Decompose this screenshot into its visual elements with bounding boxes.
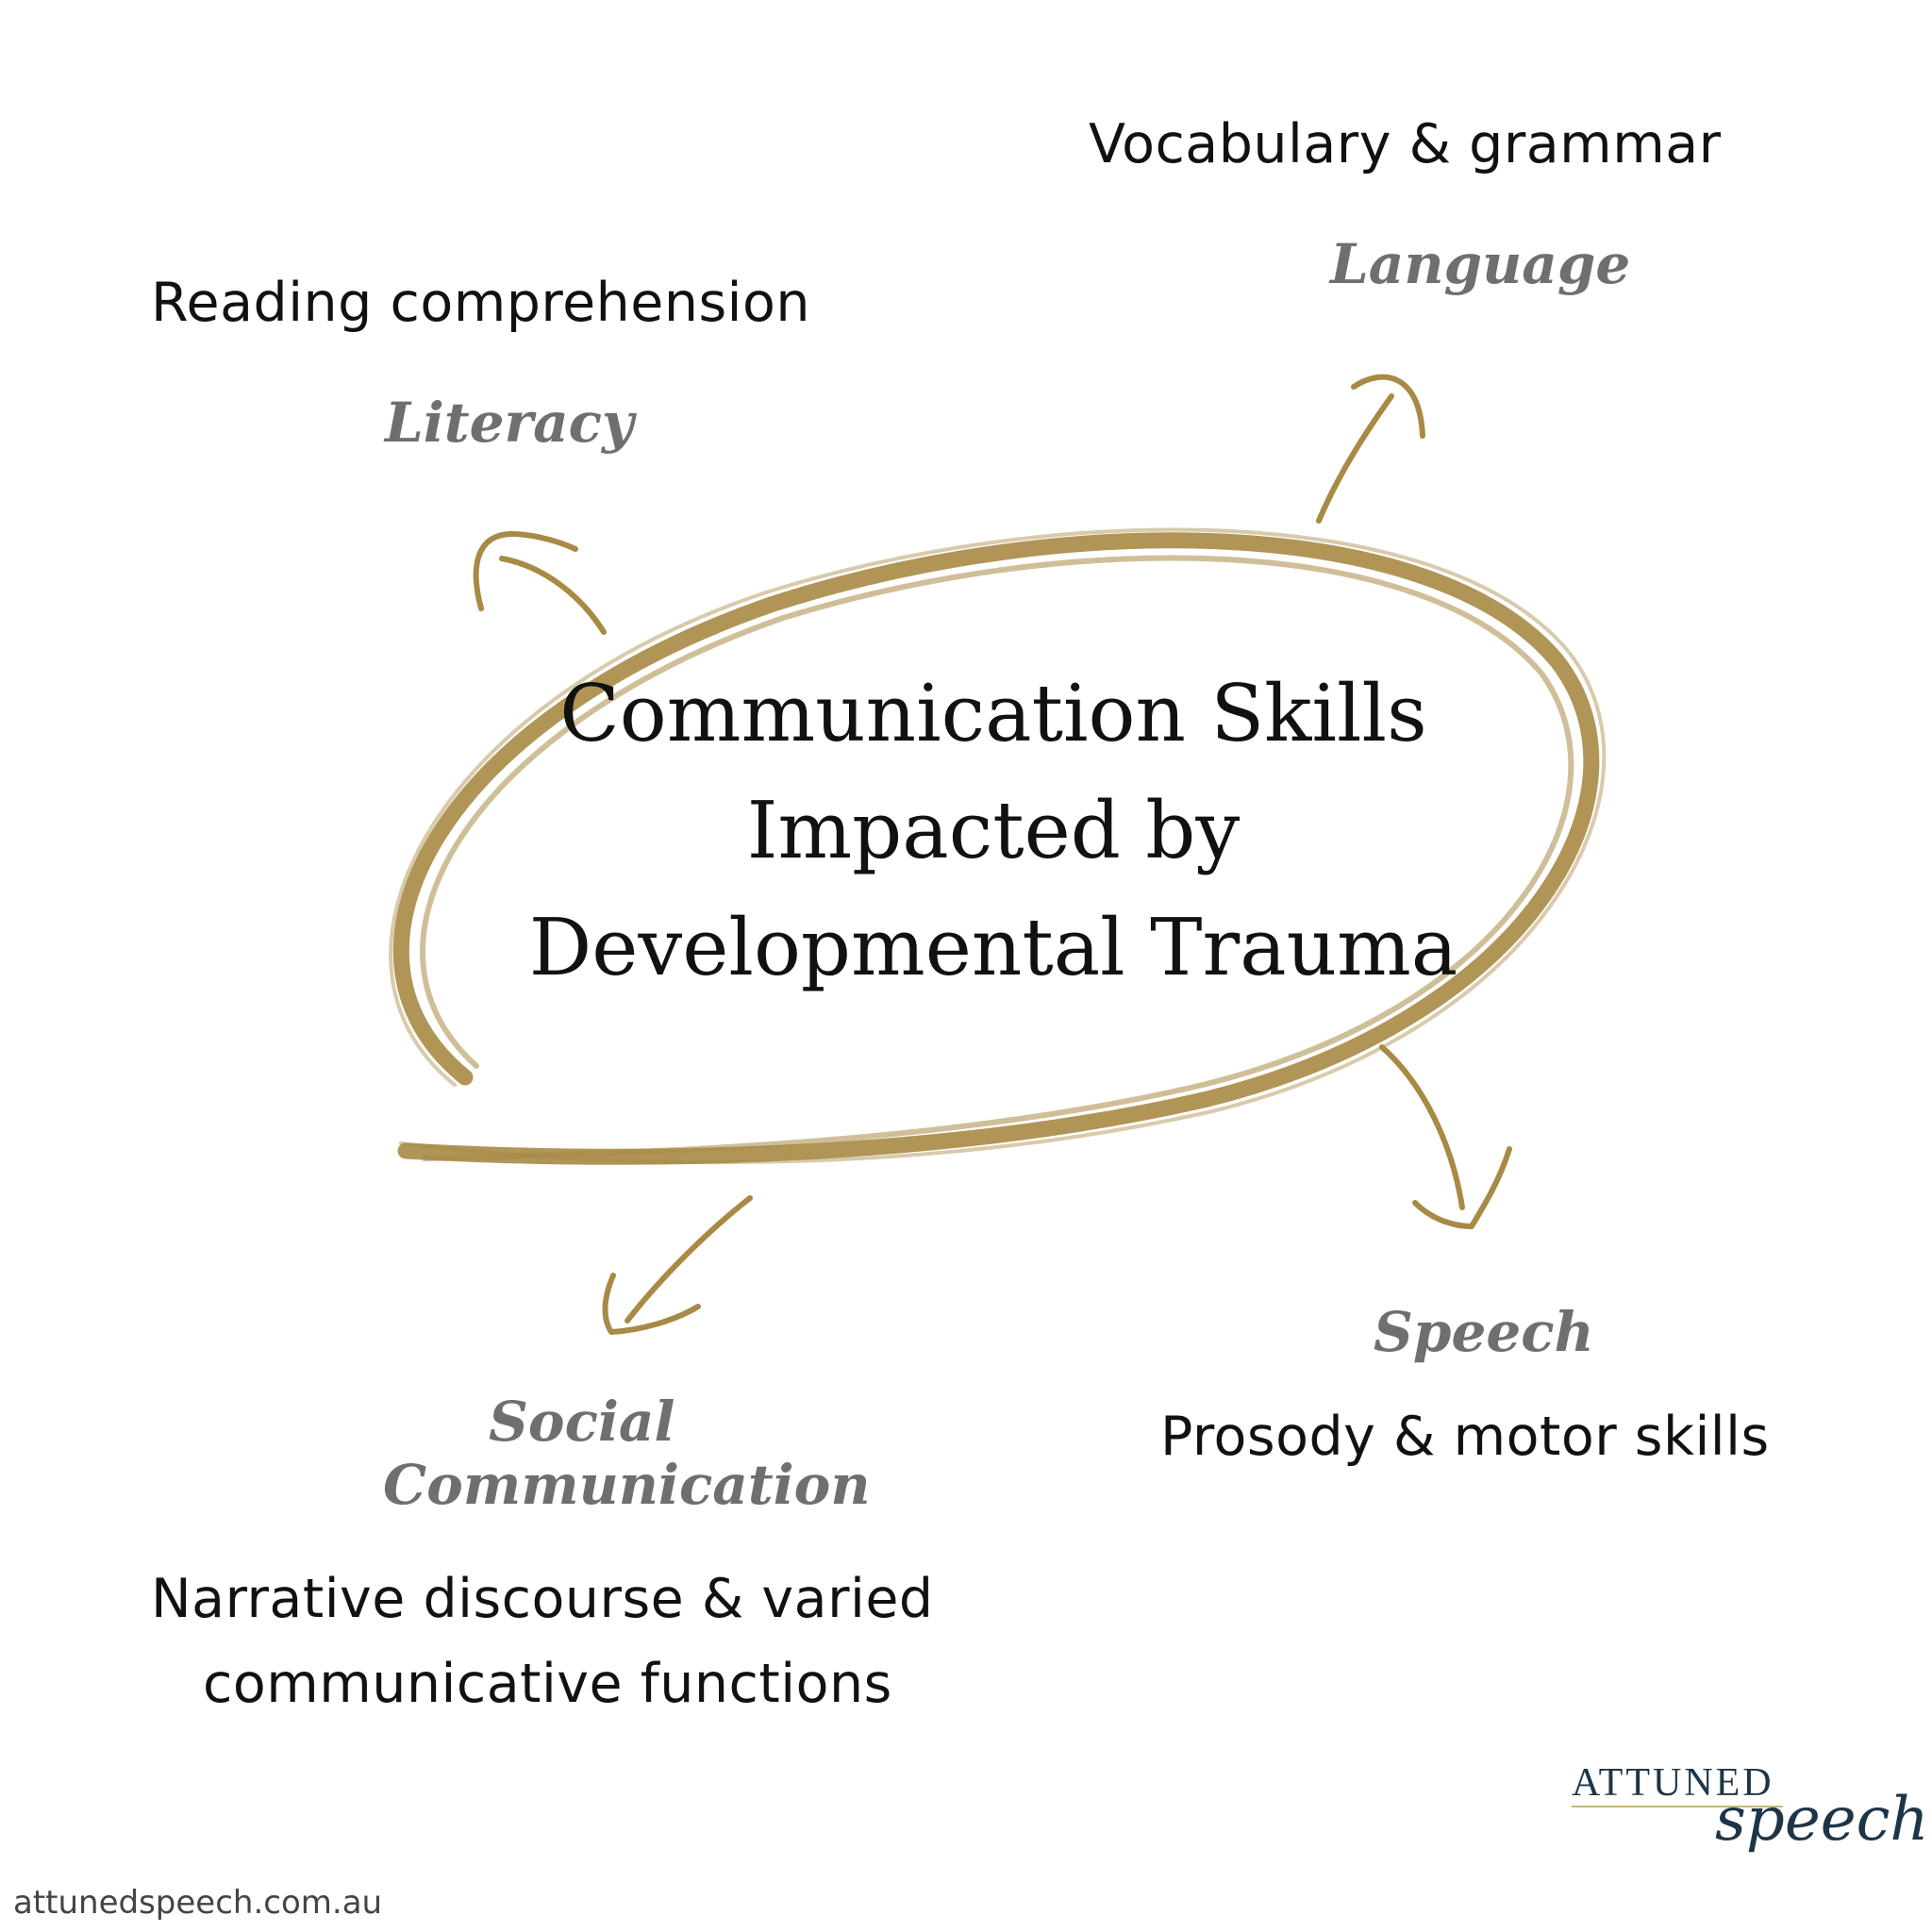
arrow-social bbox=[625, 1195, 753, 1324]
arrowhead-language bbox=[1351, 374, 1425, 439]
title-line-3: Developmental Trauma bbox=[528, 902, 1458, 993]
brand-logo-wordmark: ATTUNED bbox=[1572, 1761, 1774, 1805]
language-detail: Vocabulary & grammar bbox=[1089, 113, 1722, 175]
literacy-detail: Reading comprehension bbox=[151, 272, 811, 334]
speech-label: Speech bbox=[1374, 1300, 1594, 1364]
social-label-line-2: Communication bbox=[383, 1453, 871, 1517]
title-line-1: Communication Skills bbox=[559, 668, 1427, 759]
arrowhead-speech bbox=[1412, 1146, 1512, 1229]
speech-detail: Prosody & motor skills bbox=[1160, 1406, 1770, 1468]
arrow-literacy bbox=[499, 556, 607, 635]
website-url: attunedspeech.com.au bbox=[13, 1884, 383, 1922]
arrow-language bbox=[1316, 393, 1394, 524]
social-detail-line-2: communicative functions bbox=[203, 1653, 892, 1715]
title-line-2: Impacted by bbox=[746, 785, 1241, 876]
arrowhead-social bbox=[602, 1273, 701, 1335]
social-label-line-1: Social bbox=[489, 1390, 675, 1454]
central-ellipse-stroke bbox=[392, 532, 1600, 1165]
central-ellipse-stroke-texture bbox=[420, 555, 1574, 1161]
social-detail-line-1: Narrative discourse & varied bbox=[151, 1568, 934, 1630]
arrow-speech bbox=[1379, 1044, 1465, 1210]
arrowhead-literacy bbox=[473, 530, 578, 611]
literacy-label: Literacy bbox=[385, 391, 634, 455]
language-label: Language bbox=[1330, 232, 1631, 296]
brand-logo-script: speech bbox=[1715, 1785, 1929, 1855]
brand-logo-divider bbox=[1572, 1806, 1783, 1807]
diagram-title: Communication Skills Impacted by Develop… bbox=[380, 656, 1607, 1007]
central-ellipse-stroke-texture-2 bbox=[389, 527, 1607, 1165]
